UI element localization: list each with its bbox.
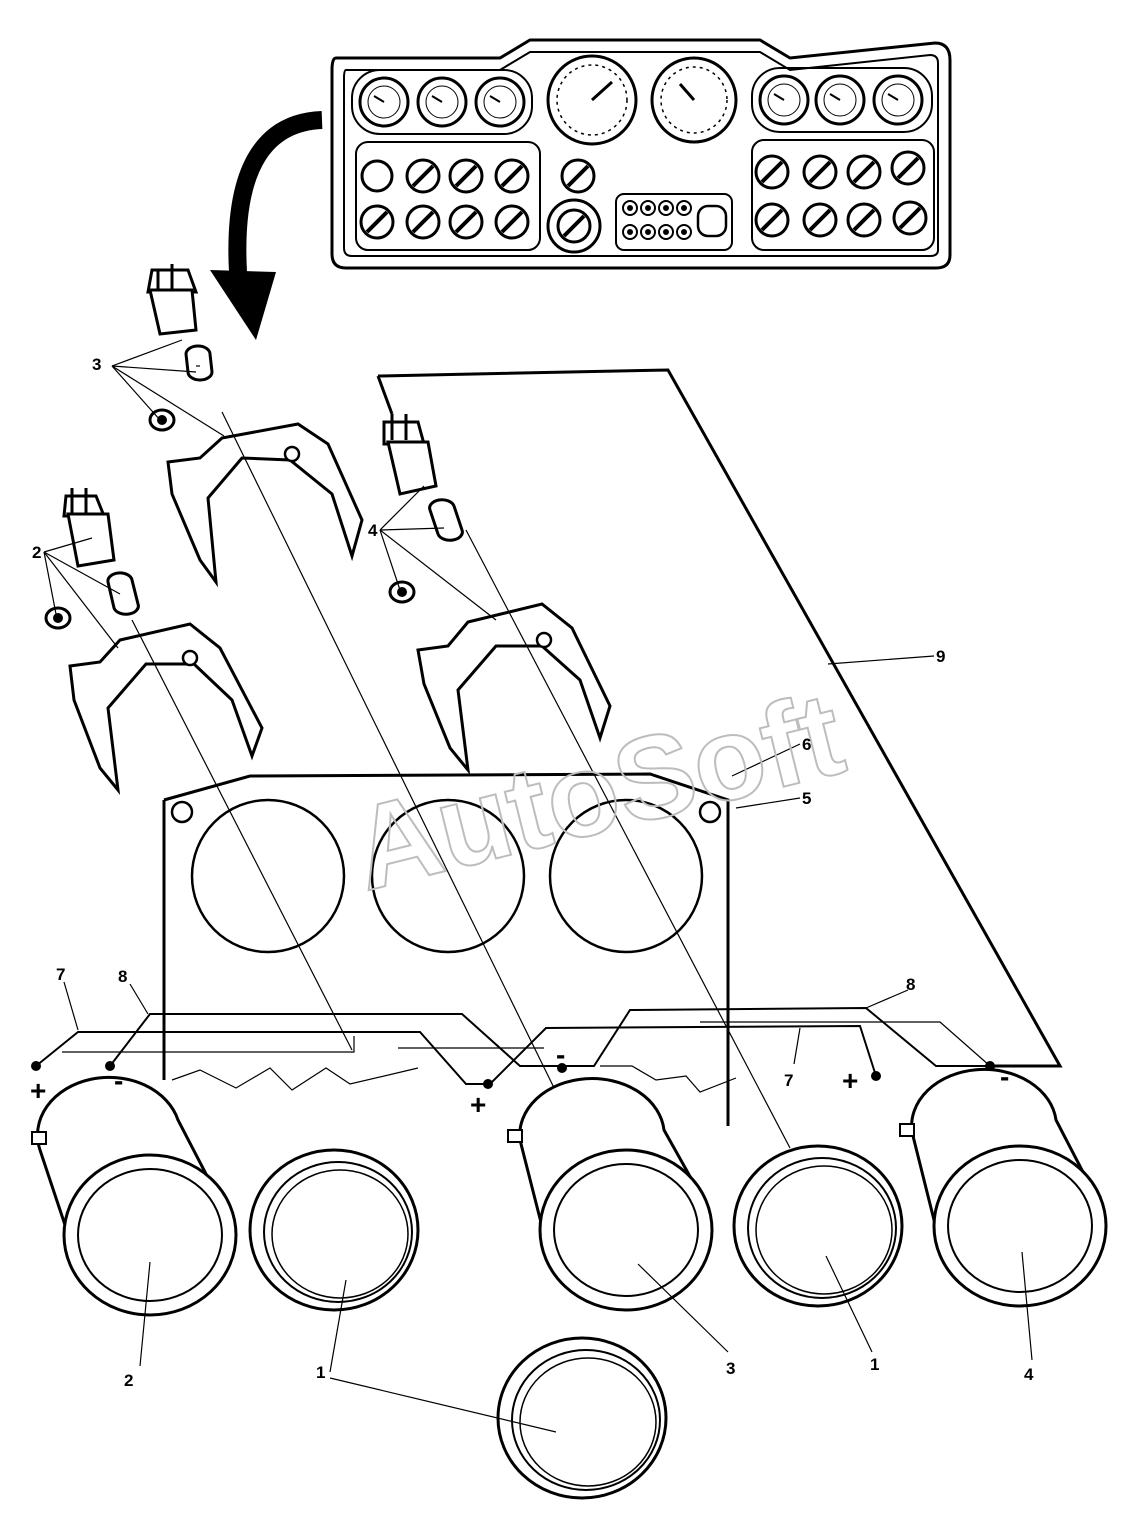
callout-9: 9 bbox=[936, 647, 945, 666]
gauge-1-bottom bbox=[496, 1336, 668, 1500]
minus-sign-left: - bbox=[114, 1065, 123, 1096]
gauge-1-right bbox=[732, 1144, 904, 1308]
speedometer-gauge bbox=[650, 56, 738, 144]
callout-4-bottom: 4 bbox=[1024, 1365, 1034, 1384]
callout-5: 5 bbox=[802, 789, 811, 808]
leader-lines bbox=[43, 339, 935, 1149]
callout-2-bottom: 2 bbox=[124, 1371, 133, 1390]
tachometer-gauge bbox=[546, 54, 638, 146]
printed-circuit-sheet bbox=[376, 368, 1063, 1068]
callout-8-right: 8 bbox=[906, 975, 915, 994]
plus-sign-right: + bbox=[842, 1065, 858, 1096]
minus-sign-right: - bbox=[1000, 1061, 1009, 1092]
callout-1-right: 1 bbox=[870, 1355, 879, 1374]
plus-sign-mid: + bbox=[470, 1089, 486, 1120]
mounting-bracket-2 bbox=[44, 488, 264, 795]
mounting-bracket-3 bbox=[146, 264, 364, 588]
gauge-3 bbox=[507, 1077, 714, 1312]
callout-4-top: 4 bbox=[368, 521, 378, 540]
callout-3-top: 3 bbox=[92, 355, 101, 374]
gauge-1-left bbox=[248, 1148, 420, 1312]
callout-8-left: 8 bbox=[118, 967, 127, 986]
gauge-leader-lines bbox=[63, 981, 1033, 1433]
callout-2-top: 2 bbox=[32, 543, 41, 562]
minus-sign-mid: - bbox=[556, 1039, 565, 1070]
callout-labels: 3 2 4 9 6 5 7 8 8 7 2 1 3 1 4 1 bbox=[32, 355, 1034, 1390]
callout-3-bottom: 3 bbox=[726, 1359, 735, 1378]
callout-7-left: 7 bbox=[56, 965, 65, 984]
gauge-mounting-plate bbox=[162, 772, 730, 1126]
callout-7-right: 7 bbox=[784, 1071, 793, 1090]
direction-arrow bbox=[210, 111, 323, 340]
callout-1-left: 1 bbox=[316, 1363, 325, 1382]
dashboard-panel bbox=[330, 38, 952, 270]
mounting-bracket-4 bbox=[382, 414, 612, 775]
wiring-harness bbox=[31, 1006, 995, 1093]
gauge-4 bbox=[899, 1067, 1108, 1308]
gauge-2 bbox=[31, 1075, 238, 1317]
plus-sign-left: + bbox=[30, 1075, 46, 1106]
callout-6: 6 bbox=[802, 735, 811, 754]
polarity-labels: + - + - + - bbox=[30, 1039, 1009, 1120]
